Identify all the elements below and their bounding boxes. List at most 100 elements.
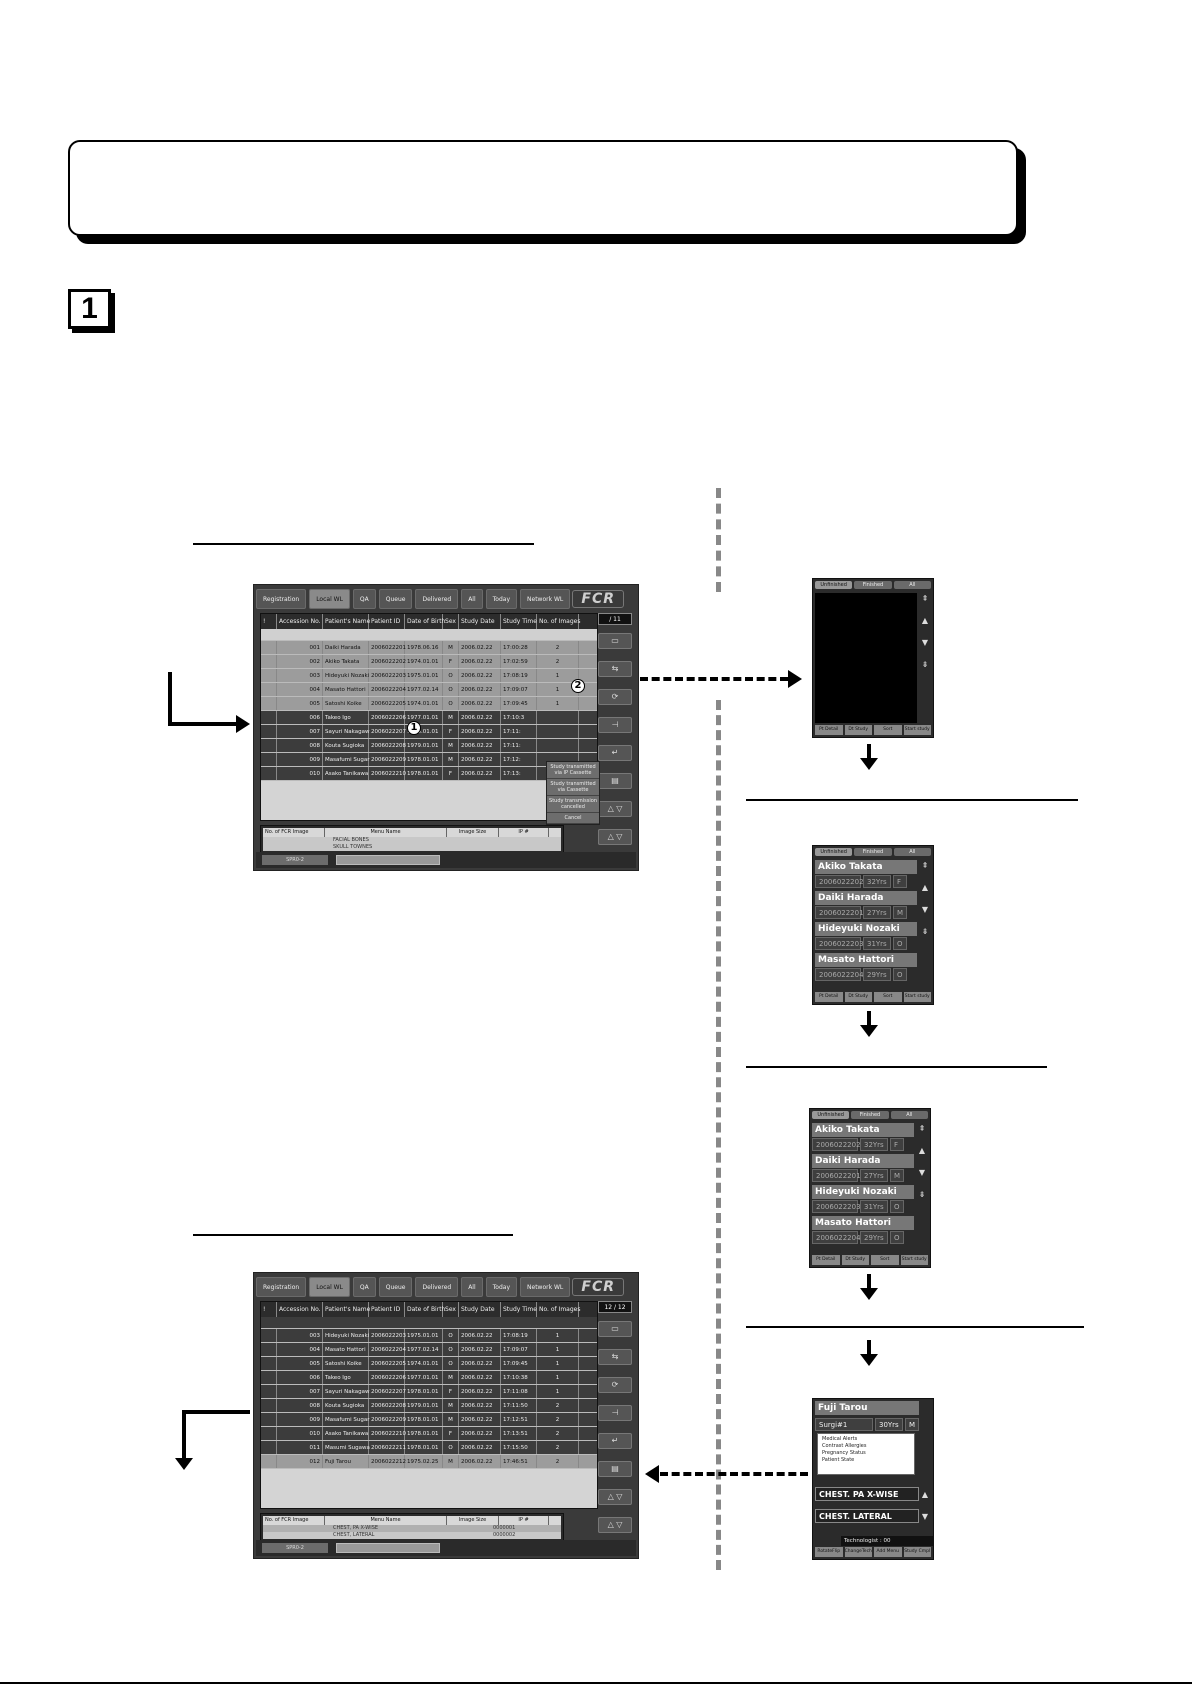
- rotate-flip-button[interactable]: RotateFlip: [815, 1547, 843, 1557]
- column-header[interactable]: Patient's Name: [323, 1302, 370, 1317]
- tab-queue[interactable]: Queue: [378, 1277, 413, 1297]
- column-header[interactable]: Patient ID: [369, 1302, 405, 1317]
- scroll-up-down-button[interactable]: △ ▽: [598, 801, 632, 817]
- scroll-up-icon[interactable]: ▲: [921, 1490, 929, 1499]
- scroll-top-icon[interactable]: ⇞: [918, 1124, 926, 1133]
- scroll-down-icon[interactable]: ▼: [921, 638, 929, 647]
- column-header[interactable]: Sex: [443, 614, 459, 629]
- tab-registration[interactable]: Registration: [256, 589, 307, 609]
- start-study-button[interactable]: Start study: [900, 1255, 928, 1265]
- column-header[interactable]: Patient's Name: [323, 614, 370, 629]
- enter-button[interactable]: ↵: [598, 1433, 632, 1449]
- tab-all[interactable]: All: [893, 581, 931, 589]
- image-row[interactable]: CHEST, PA X-WISE 0000001: [263, 1525, 561, 1532]
- column-header[interactable]: Sex: [443, 1302, 459, 1317]
- scroll-bottom-icon[interactable]: ⇟: [918, 1190, 926, 1199]
- toolbar-button[interactable]: ⇆: [598, 661, 632, 677]
- pt-detail-button[interactable]: Pt Detail: [815, 992, 843, 1002]
- enter-button[interactable]: ↵: [598, 745, 632, 761]
- scroll-bottom-icon[interactable]: ⇟: [921, 660, 929, 669]
- toolbar-button[interactable]: ⊣: [598, 717, 632, 733]
- scroll-up-down-button[interactable]: △ ▽: [598, 1489, 632, 1505]
- tab-today[interactable]: Today: [485, 1277, 518, 1297]
- tab-local-wl[interactable]: Local WL: [309, 1277, 350, 1297]
- study-item[interactable]: CHEST. PA X-WISE: [815, 1487, 919, 1501]
- toolbar-button[interactable]: ⟳: [598, 1377, 632, 1393]
- menu-item-cassette[interactable]: Study transmitted via Cassette: [547, 779, 599, 796]
- column-header[interactable]: No. of Images: [537, 1302, 580, 1317]
- start-study-button[interactable]: Start study: [903, 725, 931, 735]
- toolbar-button[interactable]: ⇆: [598, 1349, 632, 1365]
- tab-finished[interactable]: Finished: [851, 1111, 889, 1119]
- scroll-up-down-button[interactable]: △ ▽: [598, 1517, 632, 1533]
- dt-study-button[interactable]: Dt Study: [844, 992, 872, 1002]
- scroll-up-icon[interactable]: ▲: [921, 883, 929, 892]
- tab-network-wl[interactable]: Network WL: [520, 589, 571, 609]
- tab-qa[interactable]: QA: [352, 1277, 376, 1297]
- sort-button[interactable]: Sort: [874, 725, 902, 735]
- column-header[interactable]: Study Time: [501, 1302, 537, 1317]
- pt-detail-button[interactable]: Pt Detail: [812, 1255, 840, 1265]
- menu-item-cancelled[interactable]: Study transmission cancelled: [547, 796, 599, 813]
- scroll-top-icon[interactable]: ⇞: [921, 861, 929, 870]
- start-study-button[interactable]: Start study: [903, 992, 931, 1002]
- tab-unfinished[interactable]: Unfinished: [812, 1111, 850, 1119]
- toolbar-button[interactable]: ⊣: [598, 1405, 632, 1421]
- column-header[interactable]: Patient ID: [369, 614, 405, 629]
- change-tech-button[interactable]: ChangeTech: [844, 1547, 872, 1557]
- add-menu-button[interactable]: Add Menu: [874, 1547, 902, 1557]
- column-header[interactable]: Date of Birth: [405, 614, 445, 629]
- tab-unfinished[interactable]: Unfinished: [815, 848, 853, 856]
- tab-today[interactable]: Today: [485, 589, 518, 609]
- tab-delivered[interactable]: Delivered: [415, 589, 459, 609]
- tab-all[interactable]: All: [461, 1277, 483, 1297]
- tab-local-wl[interactable]: Local WL: [309, 589, 350, 609]
- toolbar-button[interactable]: ▭: [598, 633, 632, 649]
- tab-all[interactable]: All: [893, 848, 931, 856]
- toolbar-button[interactable]: ▭: [598, 1321, 632, 1337]
- dt-study-button[interactable]: Dt Study: [844, 725, 872, 735]
- sort-button[interactable]: Sort: [871, 1255, 899, 1265]
- menu-item-ip-cassette[interactable]: Study transmitted via IP Cassette: [547, 762, 599, 779]
- tab-unfinished[interactable]: Unfinished: [815, 581, 853, 589]
- tab-all[interactable]: All: [890, 1111, 928, 1119]
- tab-queue[interactable]: Queue: [378, 589, 413, 609]
- column-header[interactable]: !: [261, 614, 277, 629]
- sort-button[interactable]: Sort: [874, 992, 902, 1002]
- scroll-down-icon[interactable]: ▼: [921, 905, 929, 914]
- scroll-top-icon[interactable]: ⇞: [921, 594, 929, 603]
- toolbar-button[interactable]: ▤: [598, 773, 632, 789]
- tab-finished[interactable]: Finished: [854, 848, 892, 856]
- column-header[interactable]: Study Time: [501, 614, 537, 629]
- image-row[interactable]: SKULL TOWNES: [263, 844, 561, 851]
- column-header[interactable]: Study Date: [459, 1302, 501, 1317]
- menu-item-cancel[interactable]: Cancel: [547, 813, 599, 824]
- column-header[interactable]: Accession No.: [277, 614, 323, 629]
- dt-study-button[interactable]: Dt Study: [841, 1255, 869, 1265]
- scroll-up-icon[interactable]: ▲: [918, 1146, 926, 1155]
- column-header[interactable]: !: [261, 1302, 277, 1317]
- column-header[interactable]: Accession No.: [277, 1302, 323, 1317]
